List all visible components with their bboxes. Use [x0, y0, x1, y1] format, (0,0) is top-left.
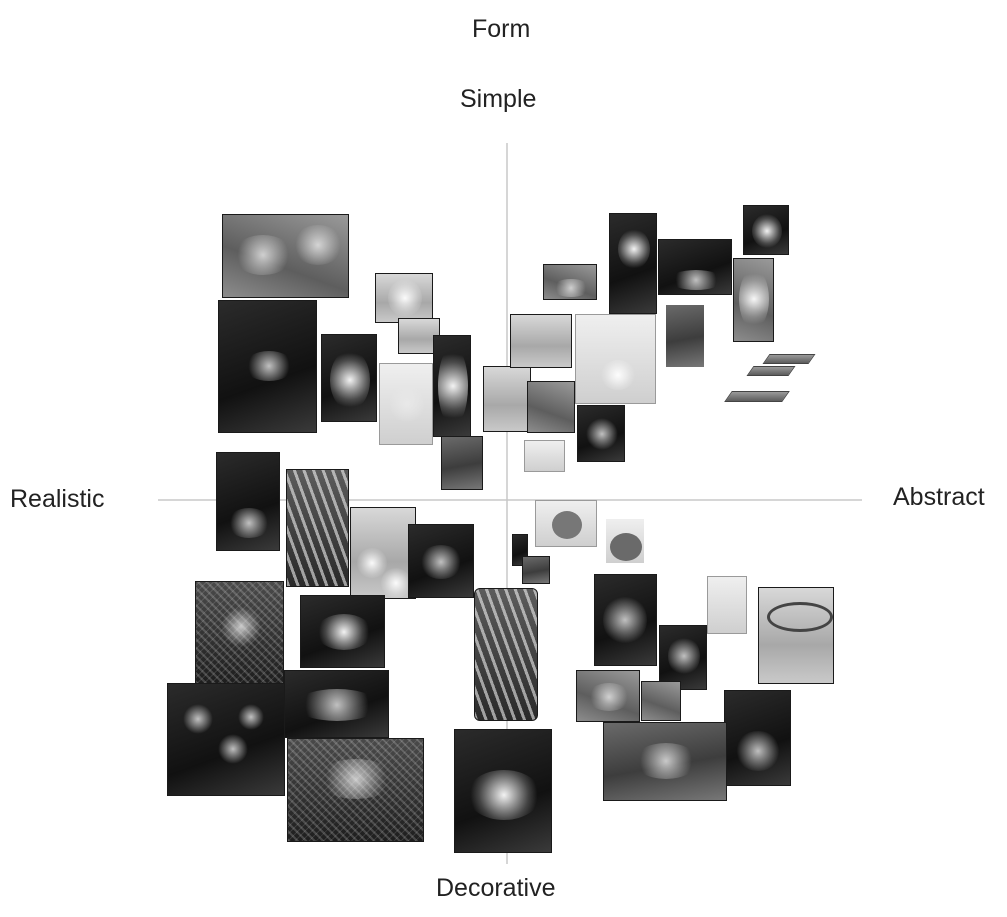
lamp-photo: [659, 625, 707, 690]
lamp-photo: [218, 300, 317, 433]
lamp-glow: [293, 225, 343, 265]
lamp-photo: [724, 690, 791, 786]
lamp-photo: [641, 681, 681, 721]
lamp-glow: [752, 214, 782, 248]
axis-label-right: Abstract: [893, 483, 985, 511]
lamp-photo: [577, 405, 625, 462]
lamp-photo: [216, 452, 280, 551]
lamp-glow: [739, 269, 769, 329]
lamp-photo: [167, 683, 285, 796]
lamp-photo: [658, 239, 732, 295]
lamp-photo: [474, 588, 538, 721]
floating-panel: [746, 366, 796, 376]
lamp-glow: [244, 351, 294, 381]
axis-label-top: Simple: [460, 85, 537, 113]
lamp-glow: [610, 533, 642, 561]
lamp-photo: [350, 507, 416, 599]
lamp-glow: [221, 607, 261, 647]
lamp-photo: [743, 205, 789, 255]
lamp-photo: [733, 258, 774, 342]
lamp-photo: [195, 581, 284, 684]
lamp-photo: [222, 214, 349, 298]
lamp-glow: [552, 279, 590, 297]
lamp-glow: [316, 614, 372, 650]
lamp-glow: [218, 734, 248, 764]
lamp-photo: [300, 595, 385, 668]
lamp-photo: [510, 314, 572, 368]
lamp-glow: [183, 704, 213, 734]
lamp-glow: [587, 683, 631, 711]
lamp-glow: [438, 346, 468, 426]
lamp-glow: [390, 384, 424, 424]
lamp-photo: [665, 304, 705, 368]
floating-panel: [724, 391, 790, 402]
lamp-photo: [433, 335, 471, 437]
lamp-glow: [634, 743, 698, 779]
axis-label-left: Realistic: [10, 485, 105, 513]
lamp-photo: [379, 363, 433, 445]
lamp-glow: [419, 545, 463, 579]
lamp-glow: [669, 270, 723, 290]
lamp-photo: [605, 518, 645, 564]
lamp-glow: [357, 548, 387, 578]
lamp-photo: [375, 273, 433, 323]
lamp-glow: [381, 568, 411, 598]
lamp-glow: [330, 350, 370, 410]
lamp-photo: [535, 500, 597, 547]
lamp-photo: [287, 738, 424, 842]
lamp-photo: [758, 587, 834, 684]
lamp-glow: [735, 731, 781, 771]
lamp-glow: [318, 759, 394, 799]
lamp-photo: [594, 574, 657, 666]
lamp-photo: [707, 576, 747, 634]
lamp-photo: [527, 381, 575, 433]
lamp-glow: [295, 689, 379, 721]
lamp-glow: [601, 360, 635, 390]
lamp-photo: [524, 440, 565, 472]
lamp-glow: [767, 602, 833, 632]
lamp-glow: [227, 508, 271, 538]
lamp-photo: [576, 670, 640, 722]
lamp-glow: [238, 704, 264, 730]
lamp-glow: [552, 511, 582, 539]
lamp-photo: [603, 722, 727, 801]
lamp-glow: [603, 595, 647, 645]
lamp-photo: [284, 670, 389, 738]
lamp-glow: [586, 418, 618, 450]
lamp-photo: [522, 556, 550, 584]
lamp-glow: [668, 636, 700, 676]
lamp-photo: [321, 334, 377, 422]
lamp-glow: [388, 279, 422, 317]
lamp-glow: [618, 229, 650, 269]
lamp-photo: [408, 524, 474, 598]
axis-label-bottom: Decorative: [436, 874, 556, 902]
lamp-glow: [233, 235, 293, 275]
lamp-photo: [543, 264, 597, 300]
lamp-photo: [441, 436, 483, 490]
lamp-photo: [609, 213, 657, 314]
lamp-photo: [286, 469, 349, 587]
floating-panel: [762, 354, 816, 364]
lamp-glow: [467, 770, 541, 820]
map-title: Form: [472, 15, 531, 43]
lamp-photo: [454, 729, 552, 853]
lamp-photo: [575, 314, 656, 404]
lamp-photo: [483, 366, 531, 432]
